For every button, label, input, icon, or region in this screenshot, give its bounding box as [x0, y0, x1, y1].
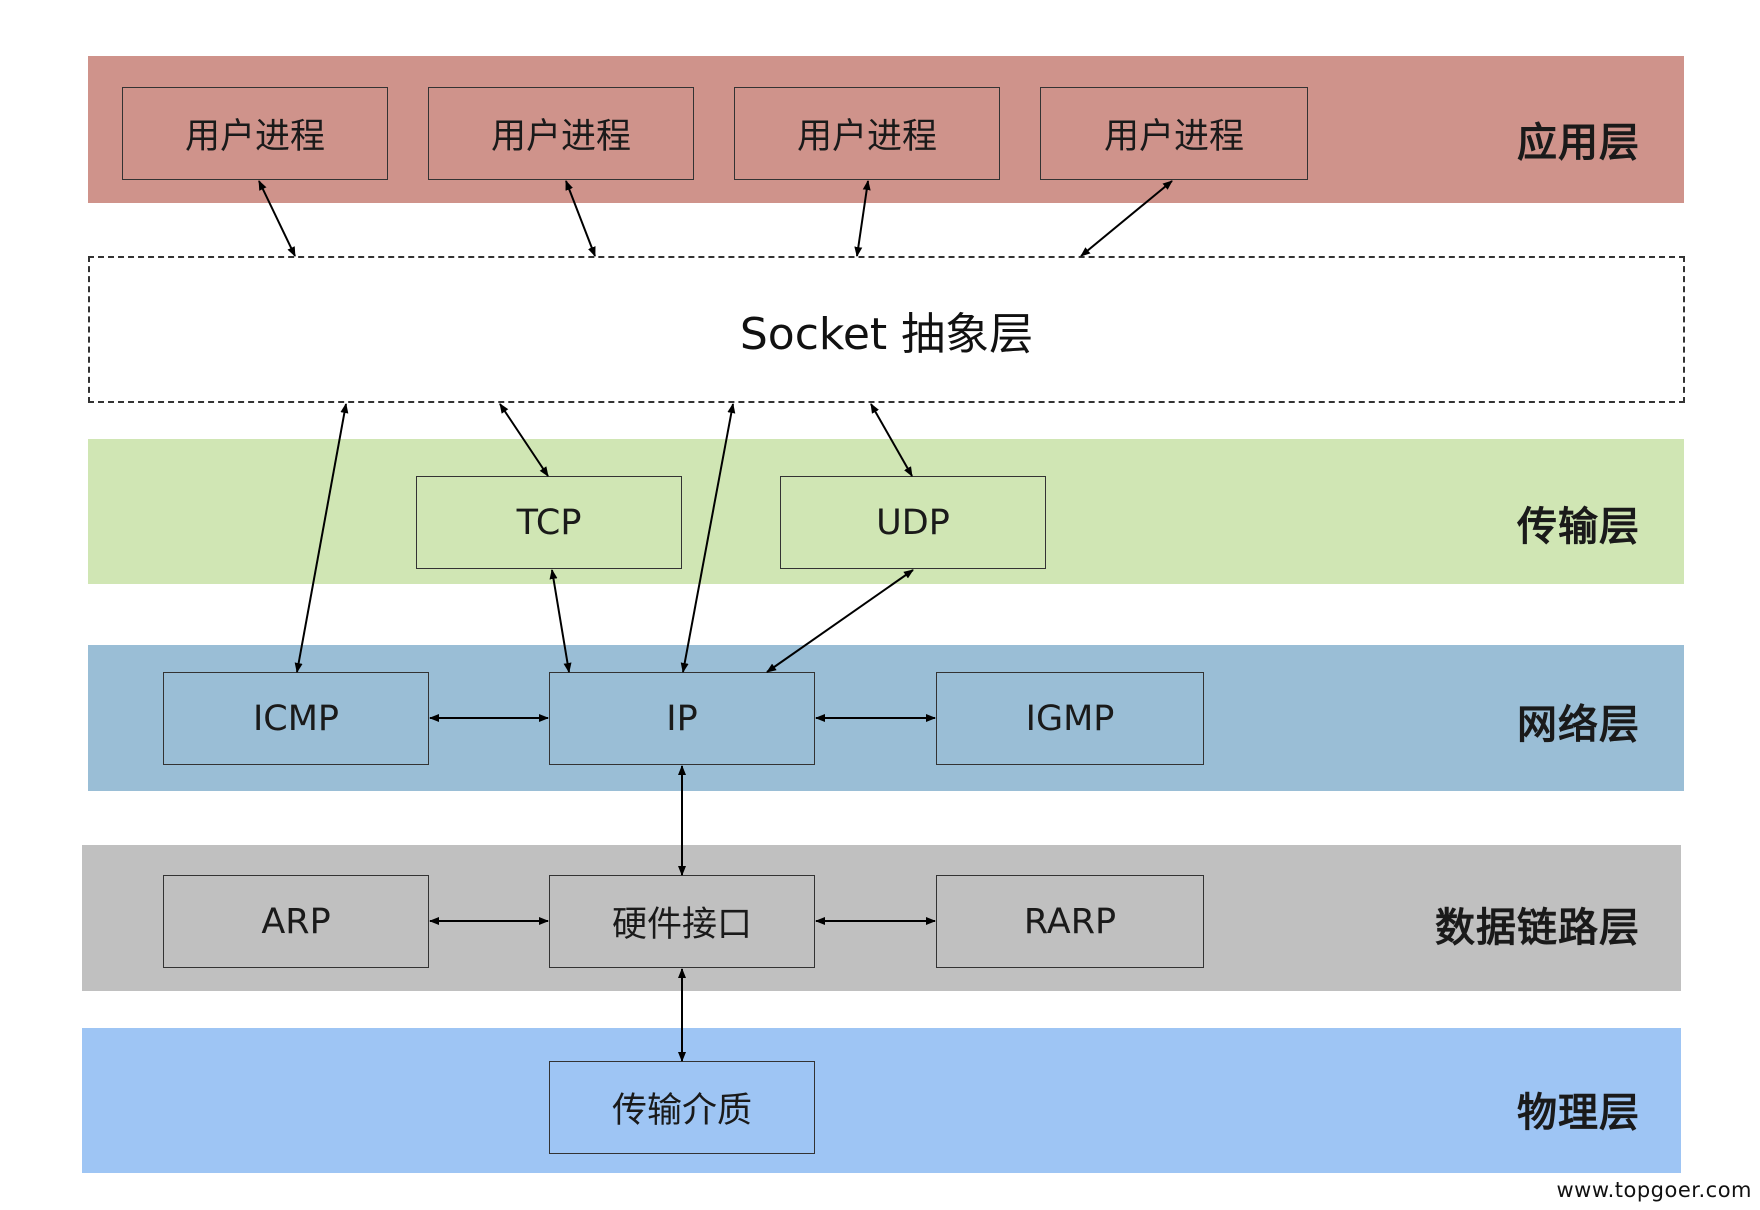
watermark: www.topgoer.com [1556, 1178, 1752, 1202]
application-layer-band [88, 56, 1684, 203]
icmp-box: ICMP [163, 672, 429, 765]
user-process-box-2: 用户进程 [428, 87, 694, 180]
user-process-box-3: 用户进程 [734, 87, 1000, 180]
physical-layer-band [82, 1028, 1681, 1173]
user-process-box-4: 用户进程 [1040, 87, 1308, 180]
application-layer-label: 应用层 [1517, 120, 1640, 166]
socket-layer-label: Socket 抽象层 [739, 308, 1034, 360]
transmission-medium-box: 传输介质 [549, 1061, 815, 1154]
network-layer-label: 网络层 [1517, 702, 1640, 748]
udp-box: UDP [780, 476, 1046, 569]
tcp-box: TCP [416, 476, 682, 569]
user-process-box-1: 用户进程 [122, 87, 388, 180]
ip-box: IP [549, 672, 815, 765]
transport-layer-label: 传输层 [1517, 504, 1640, 550]
hardware-interface-box: 硬件接口 [549, 875, 815, 968]
datalink-layer-label: 数据链路层 [1435, 905, 1640, 951]
physical-layer-label: 物理层 [1517, 1090, 1640, 1136]
arp-box: ARP [163, 875, 429, 968]
rarp-box: RARP [936, 875, 1204, 968]
igmp-box: IGMP [936, 672, 1204, 765]
socket-abstraction-layer: Socket 抽象层 [88, 256, 1685, 403]
